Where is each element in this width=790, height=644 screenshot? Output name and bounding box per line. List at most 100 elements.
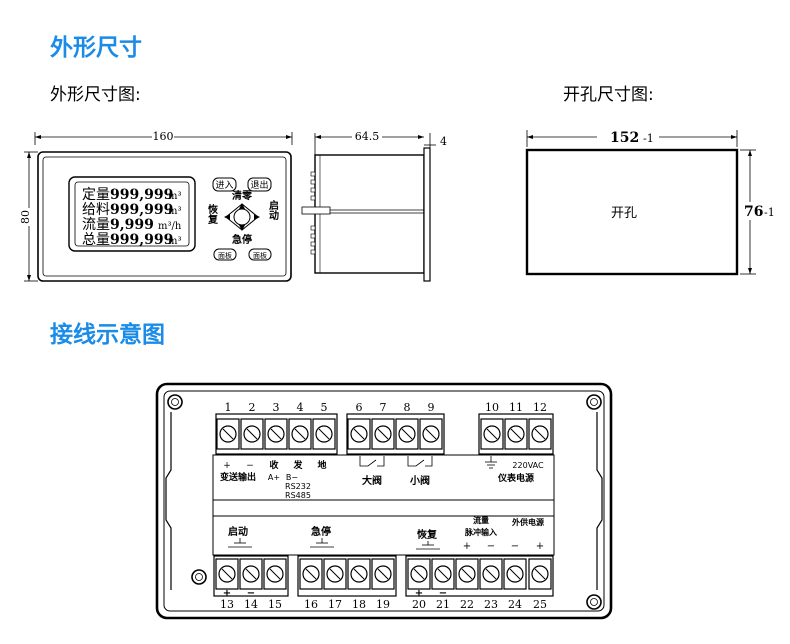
terminal-number: 25: [533, 598, 547, 611]
terminal-number: 23: [484, 598, 498, 611]
ext-power-plus: +: [536, 541, 544, 552]
terminal-polarity: −: [439, 588, 447, 599]
top-terminal-4[interactable]: 4: [288, 401, 312, 450]
bottom-terminal-16[interactable]: 16: [299, 558, 323, 611]
lcd-display: [68, 176, 196, 252]
lcd-line-1-label: 定量: [82, 187, 110, 203]
rs485-label: RS485: [285, 491, 311, 500]
front-view: 160 80 定量 999,999 m³ 给料 999,999 m³ 流量 9,…: [19, 129, 293, 282]
panel-button-right-label: 面板: [253, 251, 267, 260]
bottom-terminal-20[interactable]: 20+: [407, 558, 431, 611]
label-strip: [212, 454, 555, 556]
down-arrow-icon: [239, 225, 245, 231]
top-terminal-3[interactable]: 3: [264, 401, 288, 450]
bottom-terminal-17[interactable]: 17: [323, 558, 347, 611]
bottom-terminal-24[interactable]: 24: [503, 558, 527, 611]
bottom-terminal-25[interactable]: 25: [528, 558, 552, 611]
bottom-terminal-13[interactable]: 13+: [215, 558, 239, 611]
top-terminal-6[interactable]: 6: [347, 401, 371, 450]
terminal-number: 9: [428, 401, 435, 414]
side-housing: [314, 154, 425, 274]
lcd-line-3-value: 9,999: [110, 217, 154, 233]
bottom-terminal-18[interactable]: 18: [347, 558, 371, 611]
terminal-number: 12: [533, 401, 547, 414]
b-minus-label: B−: [286, 473, 298, 482]
ext-power-minus: −: [511, 541, 519, 552]
side-flange-value: 4: [440, 135, 447, 148]
terminal-number: 8: [404, 401, 411, 414]
terminal-number: 11: [509, 401, 523, 414]
up-arrow-icon: [239, 203, 245, 209]
terminal-number: 22: [460, 598, 474, 611]
lcd-line-4-value: 999,999: [110, 232, 173, 248]
exit-button[interactable]: [247, 177, 272, 192]
pulse-input-label: 脉冲输入: [464, 527, 497, 537]
bottom-terminal-14[interactable]: 14−: [239, 558, 263, 611]
pulse-plus: +: [463, 541, 471, 552]
lcd-line-4-unit: m³: [168, 236, 182, 247]
lcd-line-2-label: 给料: [82, 202, 110, 218]
top-terminal-10[interactable]: 10: [480, 401, 504, 450]
lcd-line-2-value: 999,999: [110, 202, 173, 218]
top-terminal-5[interactable]: 5: [312, 401, 336, 450]
terminal-number: 5: [321, 401, 328, 414]
recv-label: 收: [269, 459, 278, 471]
top-terminal-9[interactable]: 9: [419, 401, 443, 450]
big-valve-label: 大阀: [362, 474, 382, 487]
cutout-width-tolerance: -1: [643, 132, 654, 145]
top-terminal-11[interactable]: 11: [504, 401, 528, 450]
terminal-number: 2: [249, 401, 256, 414]
outline-section-title: 外形尺寸: [50, 35, 142, 61]
terminal-polarity: +: [415, 588, 423, 599]
lcd-line-1-value: 999,999: [110, 187, 173, 203]
terminal-number: 7: [380, 401, 387, 414]
cutout-label: 开孔: [611, 206, 637, 221]
cutout-width-value: 152: [610, 130, 639, 146]
screw-hole-top-left: [167, 394, 183, 410]
bottom-terminal-15[interactable]: 15: [263, 558, 287, 611]
reset-input-label: 恢复: [417, 528, 438, 541]
vac-label: 220VAC: [512, 461, 544, 470]
mounting-bracket: [301, 206, 331, 215]
terminal-number: 21: [436, 598, 450, 611]
key-left-label: 恢复: [206, 203, 219, 225]
screw-hole-bottom-right: [586, 594, 602, 610]
panel-button-right[interactable]: [248, 248, 272, 261]
ext-power-label: 外供电源: [512, 517, 544, 527]
top-terminal-8[interactable]: 8: [395, 401, 419, 450]
terminal-number: 3: [273, 401, 280, 414]
bottom-terminal-19[interactable]: 19: [371, 558, 395, 611]
ground-label: 地: [317, 459, 326, 471]
terminal-number: 6: [356, 401, 363, 414]
top-terminal-2[interactable]: 2: [240, 401, 264, 450]
cutout-view: 152 -1 开孔 76 -1: [525, 129, 788, 276]
ground-icon: [485, 456, 497, 469]
exit-button-label: 退出: [250, 179, 268, 191]
top-terminal-1[interactable]: 1: [216, 401, 240, 450]
instrument-power-label: 仪表电源: [497, 472, 534, 484]
lcd-line-3-unit: m³/h: [158, 221, 182, 232]
wiring-section-title: 接线示意图: [50, 322, 165, 348]
bottom-terminal-22[interactable]: 22: [455, 558, 479, 611]
terminal-number: 15: [268, 598, 282, 611]
top-terminal-7[interactable]: 7: [371, 401, 395, 450]
enter-button[interactable]: [212, 177, 237, 192]
bottom-terminal-21[interactable]: 21−: [431, 558, 455, 611]
terminal-number: 19: [376, 598, 390, 611]
front-width-value: 160: [153, 130, 174, 143]
stop-input-label: 急停: [311, 525, 331, 538]
key-right-label: 启动: [267, 199, 279, 221]
lcd-line-1-unit: m³: [168, 191, 182, 202]
bottom-terminal-23[interactable]: 23: [479, 558, 503, 611]
front-height-value: 80: [19, 210, 32, 224]
key-top-label: 清零: [232, 189, 253, 202]
panel-button-left[interactable]: [213, 248, 237, 261]
a-plus-label: A+: [268, 473, 280, 482]
terminal-number: 4: [297, 401, 304, 414]
terminal-number: 20: [412, 598, 426, 611]
top-terminal-12[interactable]: 12: [528, 401, 552, 450]
cutout-height-tolerance: -1: [764, 206, 775, 219]
